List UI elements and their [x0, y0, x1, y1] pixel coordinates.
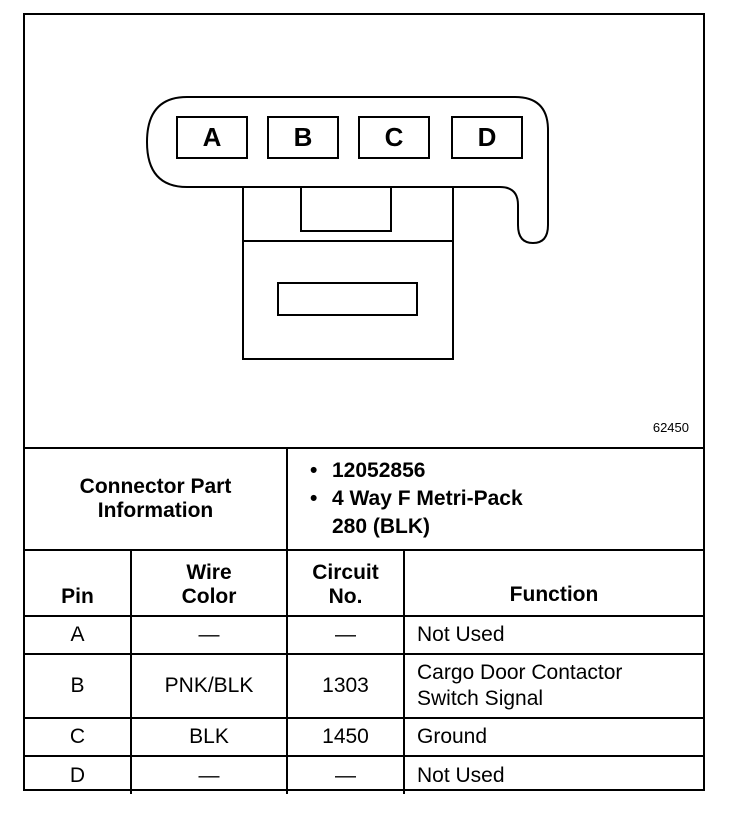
wire-color-cell: — [130, 755, 288, 794]
pin-cell: C [25, 717, 132, 757]
connector-latch [300, 186, 392, 232]
circuit-cell: — [286, 755, 405, 794]
header-circuit: Circuit No. [286, 549, 405, 617]
function-cell: Ground [403, 717, 703, 757]
circuit-cell: 1303 [286, 653, 405, 719]
wire-color-cell: BLK [130, 717, 288, 757]
connector-diagram: A B C D 62450 [25, 15, 703, 447]
table-row: B PNK/BLK 1303 Cargo Door Contactor Swit… [25, 653, 703, 719]
pin-cavity-c [358, 116, 430, 159]
circuit-cell: — [286, 615, 405, 655]
table-row: A — — Not Used [25, 615, 703, 655]
connector-info-row: Connector Part Information 12052856 4 Wa… [25, 447, 703, 551]
wire-color-cell: PNK/BLK [130, 653, 288, 719]
pin-cavity-b [267, 116, 339, 159]
function-cell: Cargo Door Contactor Switch Signal [403, 653, 703, 719]
pin-cell: A [25, 615, 132, 655]
table-row: C BLK 1450 Ground [25, 717, 703, 757]
connector-drawing [145, 96, 549, 360]
function-cell: Not Used [403, 615, 703, 655]
connector-housing-upper [242, 186, 454, 242]
connector-spec-table: Connector Part Information 12052856 4 Wa… [25, 447, 703, 794]
connector-info-label: Connector Part Information [25, 447, 288, 551]
pin-cavity-a [176, 116, 248, 159]
pin-label-d: D [477, 122, 497, 152]
connector-body-outline [145, 96, 549, 245]
pin-cell: B [25, 653, 132, 719]
header-pin: Pin [25, 549, 132, 617]
circuit-cell: 1450 [286, 717, 405, 757]
connector-housing-lower [242, 240, 454, 360]
pin-label-b: B [293, 122, 313, 152]
wire-color-cell: — [130, 615, 288, 655]
pin-label-a: A [202, 122, 222, 152]
pin-cavity-d [451, 116, 523, 159]
header-function: Function [403, 549, 703, 617]
header-wire-color: Wire Color [130, 549, 288, 617]
pin-label-c: C [384, 122, 404, 152]
connector-frame: A B C D 62450 Connector Part Information… [23, 13, 705, 794]
connector-slot [277, 282, 418, 316]
function-cell: Not Used [403, 755, 703, 794]
figure-number: 62450 [652, 420, 689, 435]
part-number: 12052856 [310, 457, 703, 485]
table-row: D — — Not Used [25, 755, 703, 794]
pin-cell: D [25, 755, 132, 794]
table-header-row: Pin Wire Color Circuit No. Function [25, 549, 703, 617]
